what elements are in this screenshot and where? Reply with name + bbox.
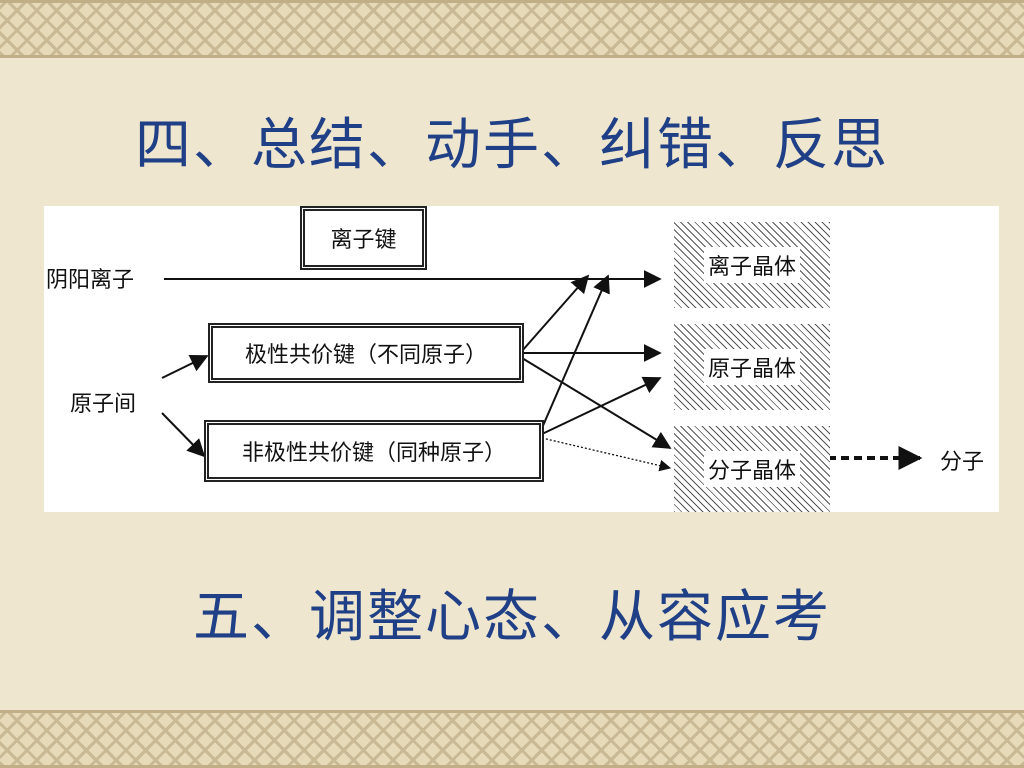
arrow-polar-to-molecular bbox=[521, 357, 672, 449]
box-polar-covalent-bond: 极性共价键（不同原子） bbox=[208, 323, 524, 383]
ionic-crystal-label: 离子晶体 bbox=[703, 247, 800, 283]
bond-crystal-diagram: 阴阳离子 原子间 离子键 极性共价键（不同原子） 非极性共价键（同种原子） 离子… bbox=[44, 206, 999, 512]
box-atomic-crystal: 原子晶体 bbox=[674, 324, 830, 410]
section-title-mindset: 五、调整心态、从容应考 bbox=[193, 585, 831, 650]
arrow-nonpolar-to-atomic bbox=[541, 376, 662, 435]
arrow-atoms-to-nonpolar bbox=[161, 412, 206, 458]
box-ionic-bond: 离子键 bbox=[300, 206, 427, 270]
molecular-crystal-label: 分子晶体 bbox=[703, 451, 800, 487]
box-nonpolar-covalent-bond: 非极性共价键（同种原子） bbox=[204, 420, 544, 482]
box-ionic-crystal: 离子晶体 bbox=[674, 222, 830, 308]
label-molecule: 分子 bbox=[940, 450, 985, 475]
section-title-summary: 四、总结、动手、纠错、反思 bbox=[135, 113, 889, 178]
top-decorative-border bbox=[0, 0, 1024, 58]
atomic-crystal-label: 原子晶体 bbox=[703, 349, 800, 385]
arrow-atoms-to-polar bbox=[161, 355, 209, 379]
label-atoms: 原子间 bbox=[70, 392, 137, 417]
diagram-arrows bbox=[161, 270, 923, 472]
arrow-nonpolar-to-ionic bbox=[541, 274, 610, 429]
bottom-decorative-border bbox=[0, 710, 1024, 768]
label-ions: 阴阳离子 bbox=[46, 268, 135, 293]
arrow-nonpolar-to-molecular bbox=[541, 437, 672, 472]
arrow-polar-to-ionic bbox=[521, 274, 590, 352]
box-molecular-crystal: 分子晶体 bbox=[674, 426, 830, 512]
